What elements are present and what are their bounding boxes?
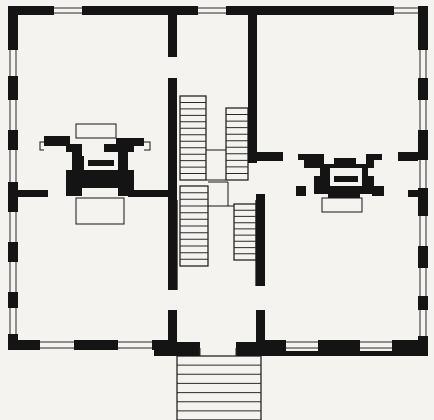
partition-right-return (257, 152, 283, 161)
entry-pier-right (236, 342, 266, 356)
entry-pier-left (154, 342, 200, 356)
interior-walls (18, 15, 418, 356)
window-bottom-2 (118, 339, 152, 351)
right-cross-wall-b (408, 190, 418, 197)
window-left-6 (7, 308, 19, 334)
staircase-upper (179, 95, 249, 181)
window-right-2 (417, 100, 429, 130)
window-bottom-1 (40, 339, 74, 351)
window-right-6 (417, 310, 429, 336)
partition-right-upper (248, 15, 257, 163)
partition-left-lower (168, 190, 177, 290)
window-bottom-4 (360, 339, 392, 351)
partition-left-mid (168, 78, 177, 190)
top-wall-mid-right (226, 6, 394, 15)
window-top-1 (54, 5, 82, 16)
entry-step-treads (177, 364, 261, 412)
window-left-3 (7, 150, 19, 182)
fireplace-left (39, 123, 151, 225)
hearth-slab-right (321, 197, 363, 213)
right-cross-wall-a (398, 152, 418, 161)
partition-left-upper (168, 15, 177, 57)
window-right-4 (417, 216, 429, 246)
partition-right-lower (256, 194, 265, 286)
window-right-3 (417, 160, 429, 188)
fireplace-right (296, 154, 384, 213)
window-left-4 (7, 212, 19, 242)
top-wall-mid-left (82, 6, 198, 15)
window-left-5 (7, 262, 19, 292)
window-right-1 (417, 50, 429, 78)
entry-steps (176, 348, 262, 420)
stair-treads (180, 102, 256, 260)
left-cross-wall-b (128, 190, 177, 197)
window-bottom-3 (286, 339, 318, 351)
window-top-2 (198, 5, 226, 16)
window-top-3 (394, 5, 418, 16)
entry-jamb-left (168, 310, 177, 346)
left-cross-wall-a (18, 190, 48, 197)
window-left-2 (7, 100, 19, 130)
window-right-5 (417, 268, 429, 296)
bottom-wall-left (8, 340, 176, 350)
hearth-slab-left (75, 197, 125, 225)
top-wall-left (8, 6, 54, 15)
bottom-wall-right (256, 340, 428, 356)
window-left-1 (7, 50, 19, 76)
windows (7, 5, 429, 351)
entry-jamb-right (256, 310, 265, 346)
